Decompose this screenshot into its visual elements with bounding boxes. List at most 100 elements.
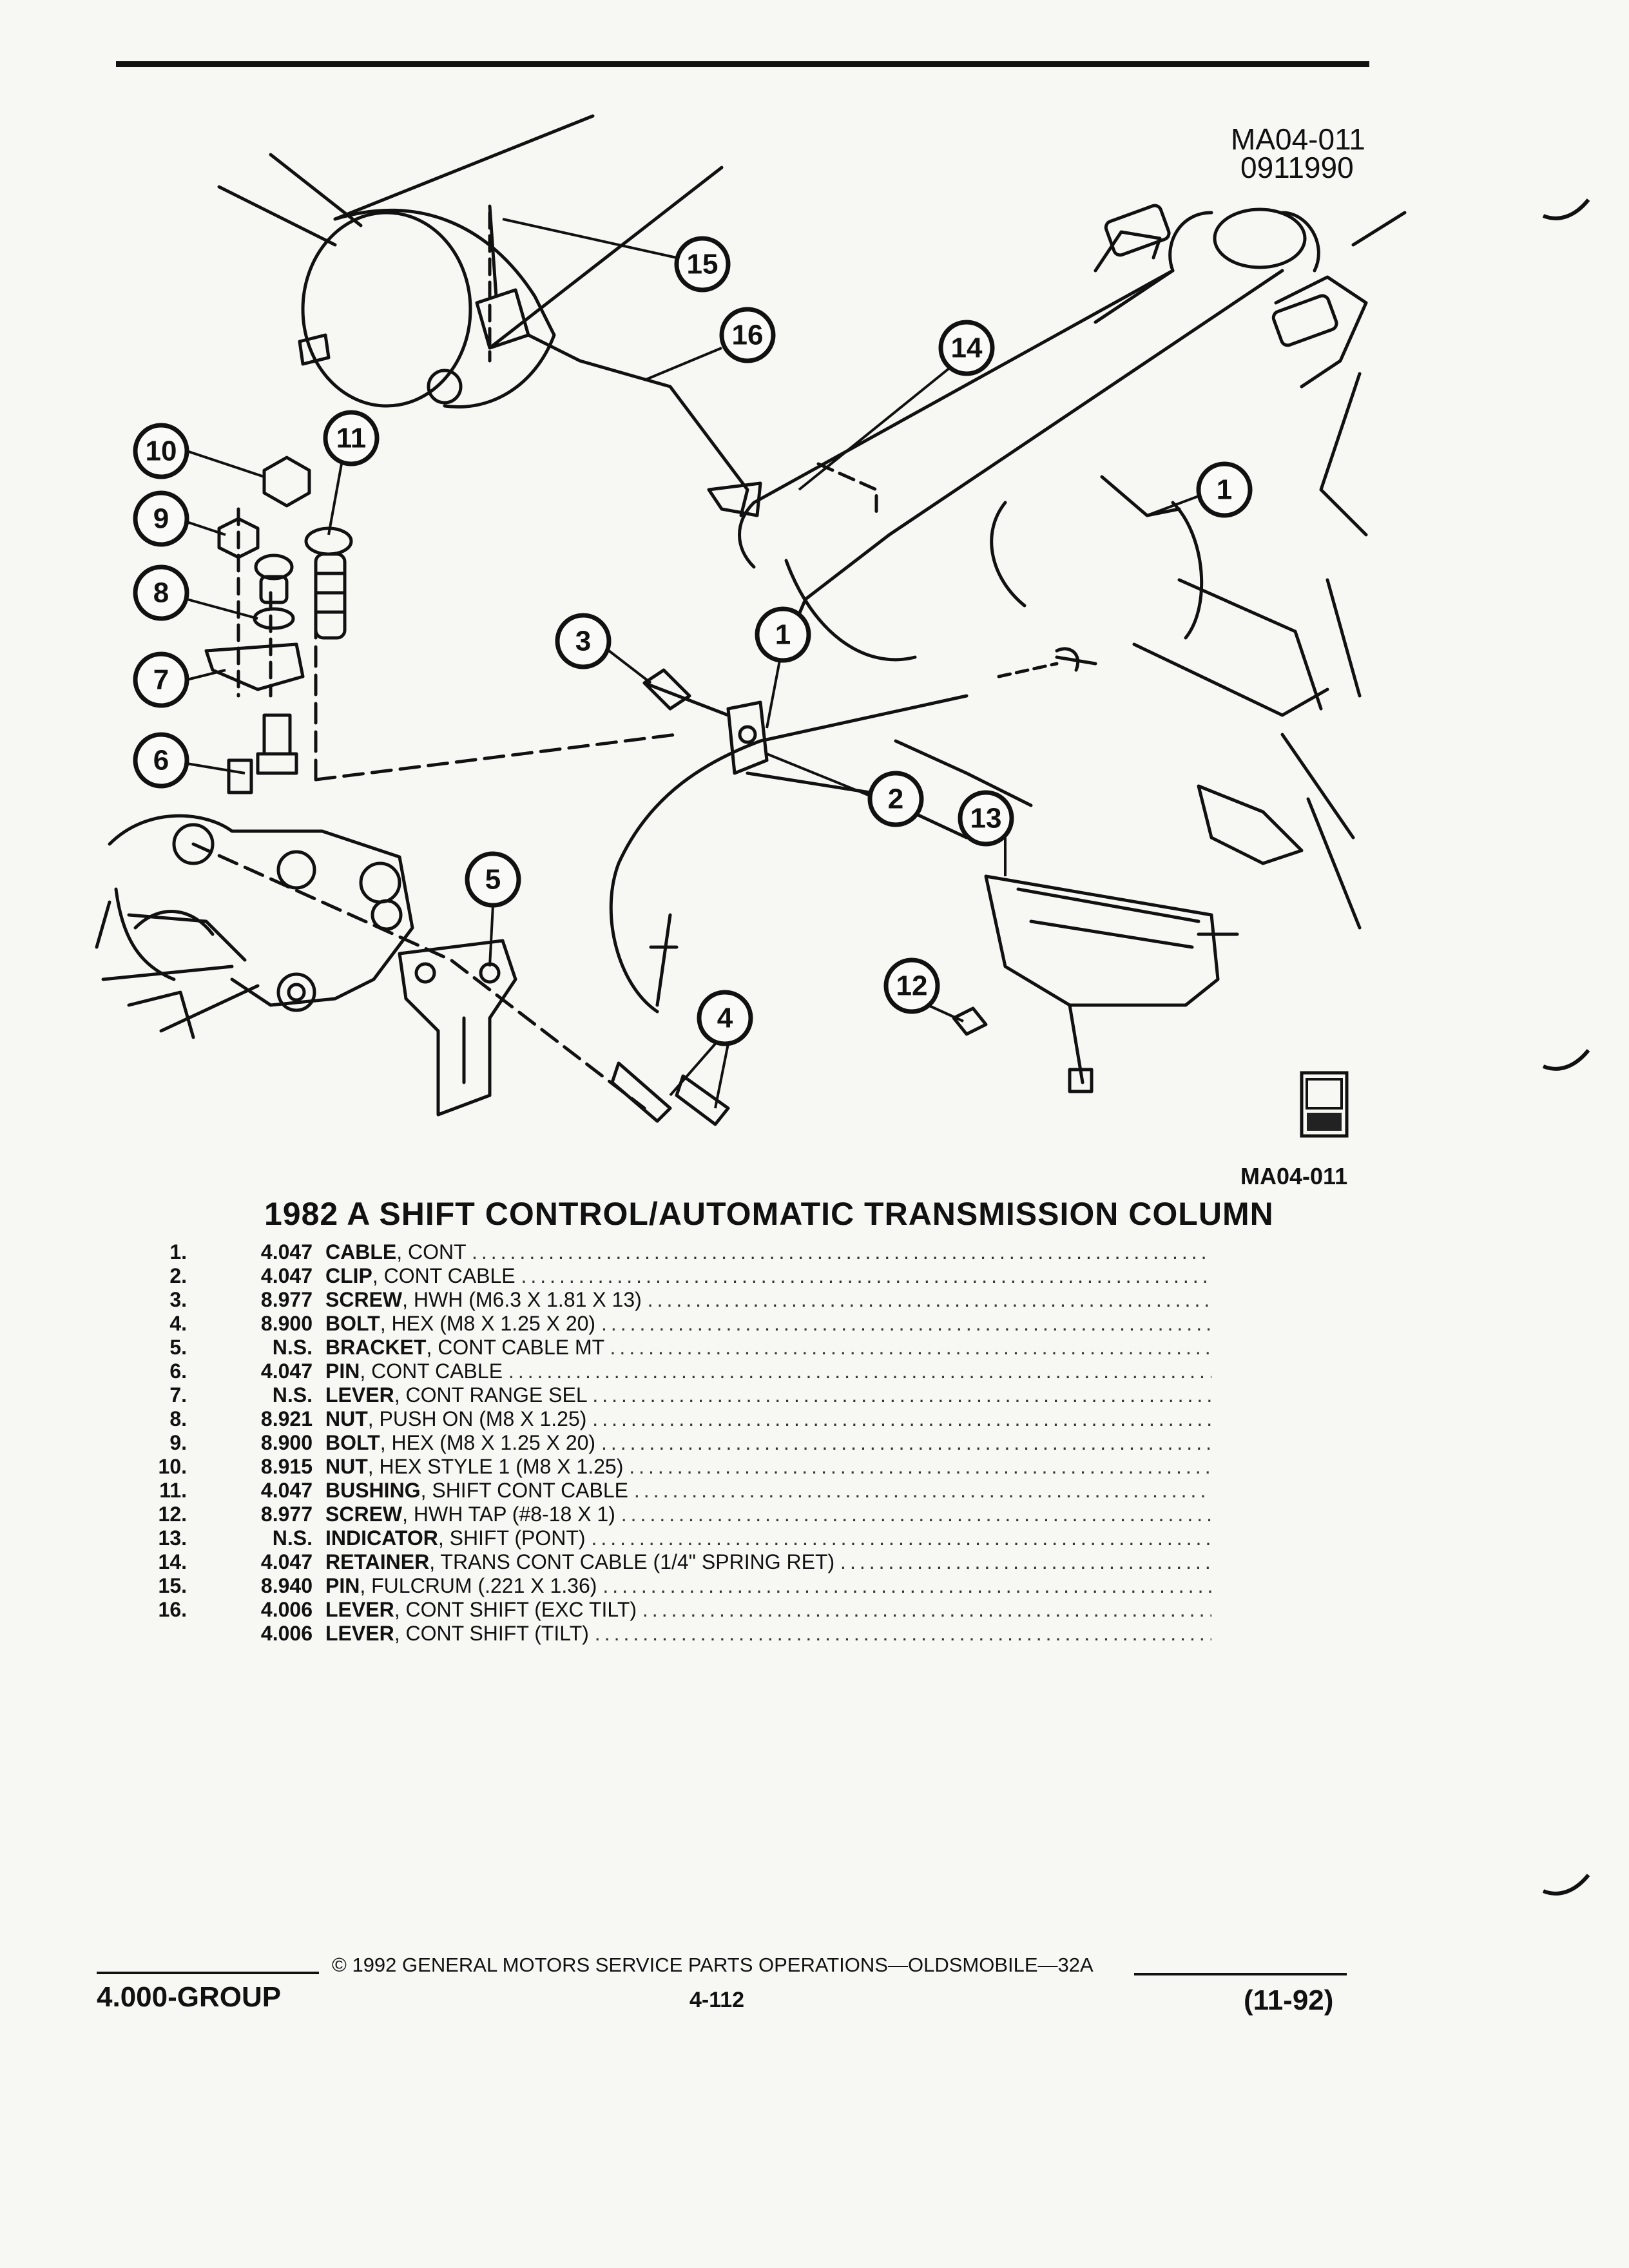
footer-copyright: © 1992 GENERAL MOTORS SERVICE PARTS OPER… (332, 1954, 1094, 1976)
svg-text:9: 9 (153, 503, 169, 535)
binder-mark-1 (1542, 198, 1590, 220)
svg-text:1: 1 (775, 619, 791, 651)
part-group-number: 8.900 (260, 1312, 313, 1335)
part-group-number: 8.921 (260, 1407, 313, 1430)
parts-diagram: 15 16 14 1 10 11 9 8 7 6 3 1 2 13 5 4 12 (95, 114, 1407, 1138)
bolts-4 (610, 1061, 730, 1126)
part-name: BOLT (325, 1312, 380, 1335)
part-spec: , HEX STYLE 1 (M8 X 1.25) (367, 1455, 624, 1478)
footer-page-number: 4-112 (689, 1988, 745, 2012)
svg-text:10: 10 (146, 436, 177, 467)
part-spec: , CONT SHIFT (EXC TILT) (394, 1598, 637, 1621)
svg-text:13: 13 (970, 803, 1002, 834)
part-name: BOLT (325, 1431, 380, 1454)
part-description: BOLT, HEX (M8 X 1.25 X 20) .............… (325, 1312, 1211, 1336)
part-name: PIN (325, 1360, 360, 1383)
part-spec: , CONT CABLE MT (426, 1336, 604, 1359)
callout-15: 15 (674, 236, 731, 293)
leader-dots: ........................................… (594, 1622, 1211, 1645)
part-spec: , HEX (M8 X 1.25 X 20) (380, 1431, 596, 1454)
part-spec: , HWH (M6.3 X 1.81 X 13) (402, 1288, 642, 1311)
part-group-number: 8.977 (260, 1288, 313, 1311)
part-index: 1. (169, 1240, 187, 1264)
leader-dots: ........................................… (601, 1312, 1211, 1335)
part-index: 7. (169, 1383, 187, 1407)
gm-spo-logo (1300, 1071, 1349, 1138)
figure-date-code: 0911990 (1240, 151, 1354, 184)
part-name: CLIP (325, 1264, 372, 1287)
parts-list-row: 7.N.S.LEVER, CONT RANGE SEL ............… (142, 1383, 1237, 1407)
part-group-number: 4.047 (260, 1479, 313, 1502)
leader-dots: ........................................… (521, 1264, 1211, 1287)
callout-2: 2 (867, 771, 924, 827)
part-name: RETAINER (325, 1550, 430, 1573)
part-spec: , TRANS CONT CABLE (1/4" SPRING RET) (429, 1550, 835, 1573)
callout-4: 4 (697, 990, 753, 1046)
part-spec: , CONT CABLE (372, 1264, 516, 1287)
linkage-dashes (191, 211, 878, 1110)
leader-dots: ........................................… (610, 1336, 1211, 1359)
svg-text:12: 12 (896, 970, 928, 1002)
callout-3: 3 (555, 613, 612, 669)
part-index: 15. (158, 1574, 187, 1597)
part-name: LEVER (325, 1622, 394, 1645)
binder-mark-2 (1542, 1049, 1590, 1071)
transmission-body (95, 814, 414, 1039)
callout-7: 7 (133, 651, 189, 708)
callout-12: 12 (883, 957, 940, 1014)
leader-dots: ........................................… (601, 1431, 1211, 1454)
leader-dots: ........................................… (592, 1383, 1211, 1407)
hardware-stack (204, 456, 353, 794)
part-name: NUT (325, 1407, 368, 1430)
part-index: 9. (169, 1431, 187, 1454)
part-spec: , SHIFT CONT CABLE (420, 1479, 628, 1502)
part-name: BUSHING (325, 1479, 421, 1502)
part-description: NUT, HEX STYLE 1 (M8 X 1.25) ...........… (325, 1455, 1211, 1479)
svg-text:11: 11 (336, 423, 367, 454)
binder-mark-3 (1542, 1874, 1590, 1896)
part-spec: , CONT (396, 1240, 467, 1264)
shift-housing (217, 114, 762, 517)
part-group-number: 8.977 (260, 1503, 313, 1526)
screw-12 (952, 1006, 988, 1036)
svg-text:5: 5 (485, 864, 501, 896)
part-group-number: 4.047 (260, 1550, 313, 1573)
part-group-number: 4.047 (260, 1264, 313, 1287)
page-title: 1982 A SHIFT CONTROL/AUTOMATIC TRANSMISS… (264, 1196, 1274, 1232)
part-description: BRACKET, CONT CABLE MT .................… (325, 1336, 1211, 1360)
footer-date: (11-92) (1244, 1984, 1334, 2016)
leader-dots: ........................................… (642, 1598, 1211, 1621)
part-description: CABLE, CONT ............................… (325, 1240, 1211, 1264)
callout-1-top: 1 (1196, 461, 1253, 518)
clip-2 (642, 668, 769, 775)
footer-left-rule (97, 1972, 319, 1974)
part-index: 13. (158, 1526, 187, 1550)
part-spec: , FULCRUM (.221 X 1.36) (360, 1574, 597, 1597)
part-name: PIN (325, 1574, 360, 1597)
part-description: LEVER, CONT SHIFT (EXC TILT) ...........… (325, 1598, 1211, 1622)
part-index: 2. (169, 1264, 187, 1287)
callout-5: 5 (465, 851, 521, 908)
shift-indicator-13 (984, 874, 1239, 1093)
part-description: PIN, CONT CABLE ........................… (325, 1360, 1211, 1383)
leader-dots: ........................................… (840, 1550, 1211, 1573)
callout-8: 8 (133, 564, 189, 621)
leader-dots: ........................................… (647, 1288, 1211, 1311)
svg-text:16: 16 (732, 320, 764, 351)
callouts: 15 16 14 1 10 11 9 8 7 6 3 1 2 13 5 4 12 (133, 236, 1253, 1046)
part-group-number: 4.006 (260, 1598, 313, 1621)
leader-dots: ........................................… (621, 1503, 1211, 1526)
part-name: SCREW (325, 1503, 403, 1526)
part-index: 5. (169, 1336, 187, 1359)
svg-text:3: 3 (575, 626, 591, 657)
part-name: SCREW (325, 1288, 403, 1311)
svg-text:4: 4 (717, 1003, 733, 1034)
